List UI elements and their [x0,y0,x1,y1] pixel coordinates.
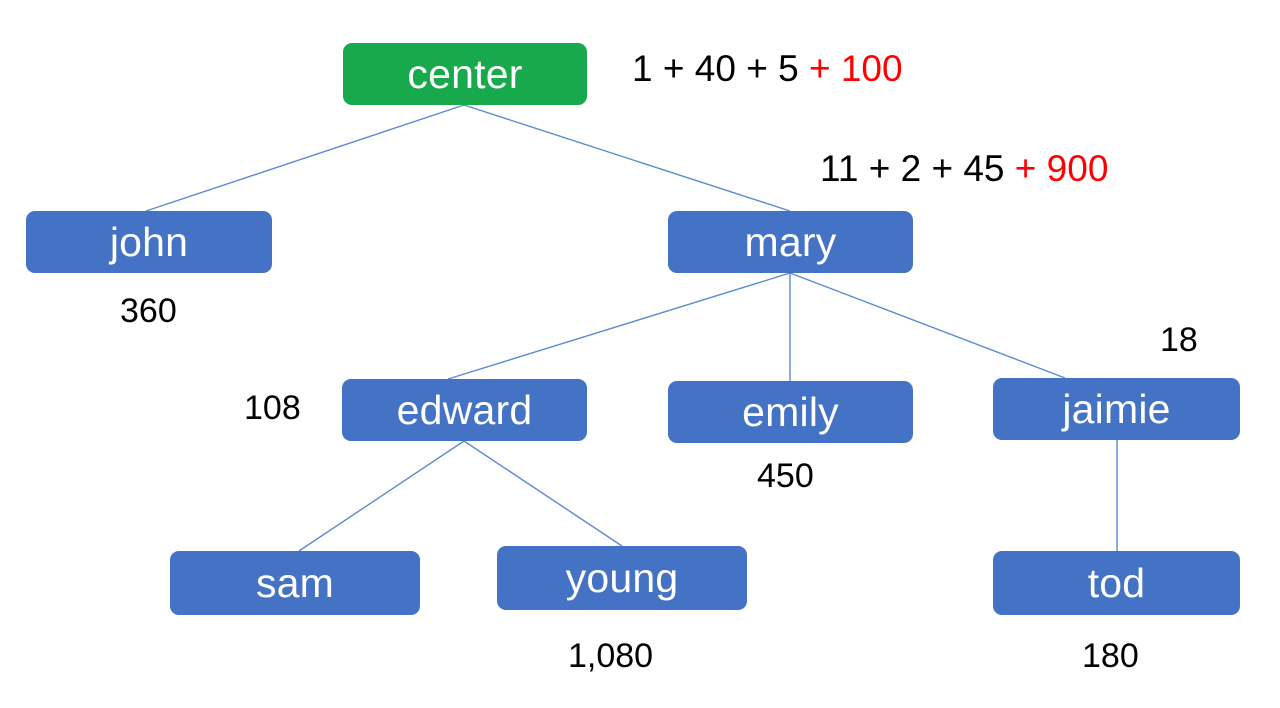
annotation-mary-sum: 11 + 2 + 45 + 900 [820,150,1108,187]
tree-edge-center-mary [463,104,791,212]
weight-label-jaimie: 18 [1160,321,1198,359]
annotation-segment: + 40 [662,48,736,89]
annotation-segment: + 900 [1014,148,1109,189]
tree-node-label-young: young [565,554,679,601]
annotation-spacer [799,48,809,89]
annotation-segment: + 45 [931,148,1005,189]
weight-label-john: 360 [120,292,177,330]
tree-node-label-emily: emily [742,388,839,435]
tree-node-label-john: john [109,218,189,265]
tree-edge-mary-jaimie [789,272,1066,379]
tree-edge-mary-edward [447,272,791,380]
tree-node-label-sam: sam [255,559,335,606]
tree-node-center[interactable]: center [343,43,587,105]
weight-label-edward: 108 [244,389,301,427]
annotation-segment: + 2 [868,148,922,189]
weight-label-tod: 180 [1082,637,1139,675]
tree-node-tod[interactable]: tod [993,551,1240,615]
annotation-segment: + 100 [808,48,903,89]
tree-edge-edward-sam [298,440,465,552]
annotation-segment: 1 [632,48,653,89]
tree-node-young[interactable]: young [497,546,747,610]
tree-node-label-tod: tod [1087,559,1146,606]
annotation-spacer [1005,148,1015,189]
tree-node-jaimie[interactable]: jaimie [993,378,1240,440]
weight-label-emily: 450 [757,457,814,495]
weight-label-young: 1,080 [568,637,654,675]
tree-node-label-edward: edward [396,386,533,433]
tree-node-mary[interactable]: mary [668,211,913,273]
tree-node-sam[interactable]: sam [170,551,420,615]
annotation-center-sum: 1 + 40 + 5 + 100 [632,50,903,87]
tree-node-john[interactable]: john [26,211,272,273]
annotation-spacer [858,148,868,189]
tree-node-label-jaimie: jaimie [1062,385,1171,432]
annotation-spacer [921,148,931,189]
tree-node-emily[interactable]: emily [668,381,913,443]
annotation-spacer [653,48,663,89]
annotation-segment: 11 [820,148,859,189]
annotation-spacer [736,48,746,89]
tree-edge-center-john [145,104,465,212]
tree-edge-edward-young [463,440,623,547]
tree-node-label-mary: mary [744,218,837,265]
annotation-segment: + 5 [746,48,799,89]
tree-node-label-center: center [407,50,523,97]
tree-node-edward[interactable]: edward [342,379,587,441]
